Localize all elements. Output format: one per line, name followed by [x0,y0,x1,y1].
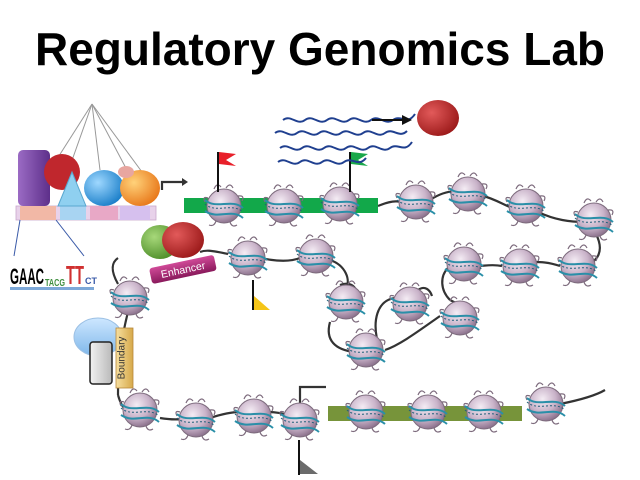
rna-transcripts [274,113,416,165]
page-title: Regulatory Genomics Lab [34,23,605,75]
enhancer-complex: Enhancer [141,222,217,284]
nucleosome [395,179,436,223]
nucleosome [499,243,540,287]
nucleosome [325,279,366,323]
yellow-flag-icon [252,280,270,310]
nucleosome [295,233,336,277]
nucleosome [443,241,484,285]
nucleosome [119,387,160,431]
nucleosome [227,235,268,279]
nucleosome [573,197,614,241]
nucleosome [345,389,386,433]
nucleosome [203,183,244,227]
nucleosome [463,389,504,433]
nucleosome [389,281,430,325]
motif-letters-stack: CT [85,276,97,286]
protein-product [417,100,459,136]
nucleosome [345,327,386,371]
motif-lines [49,103,143,173]
sequence-logo: GAAC TACG TT CT [10,260,97,290]
boundary-element: Boundary [73,317,134,389]
nucleosome [505,183,546,227]
nucleosome [109,275,150,319]
nucleosome [407,389,448,433]
nucleosome [263,183,304,227]
nucleosome [447,171,488,215]
motif-letters-mid: TACG [45,278,65,289]
tf-complex [13,103,160,257]
boundary-label: Boundary [117,337,128,380]
nucleosome [175,397,216,441]
nucleosome [557,243,598,287]
nucleosome [233,393,274,437]
nucleosome [279,397,320,441]
gray-flag-icon [298,440,318,475]
nucleosome [525,381,566,425]
translation-arrow-icon [372,115,412,125]
motif-letters-tail: TT [66,260,84,290]
red-flag-icon [217,152,236,192]
nucleosome [439,295,480,339]
motif-letters-main: GAAC [10,264,44,289]
nucleosome [319,181,360,225]
